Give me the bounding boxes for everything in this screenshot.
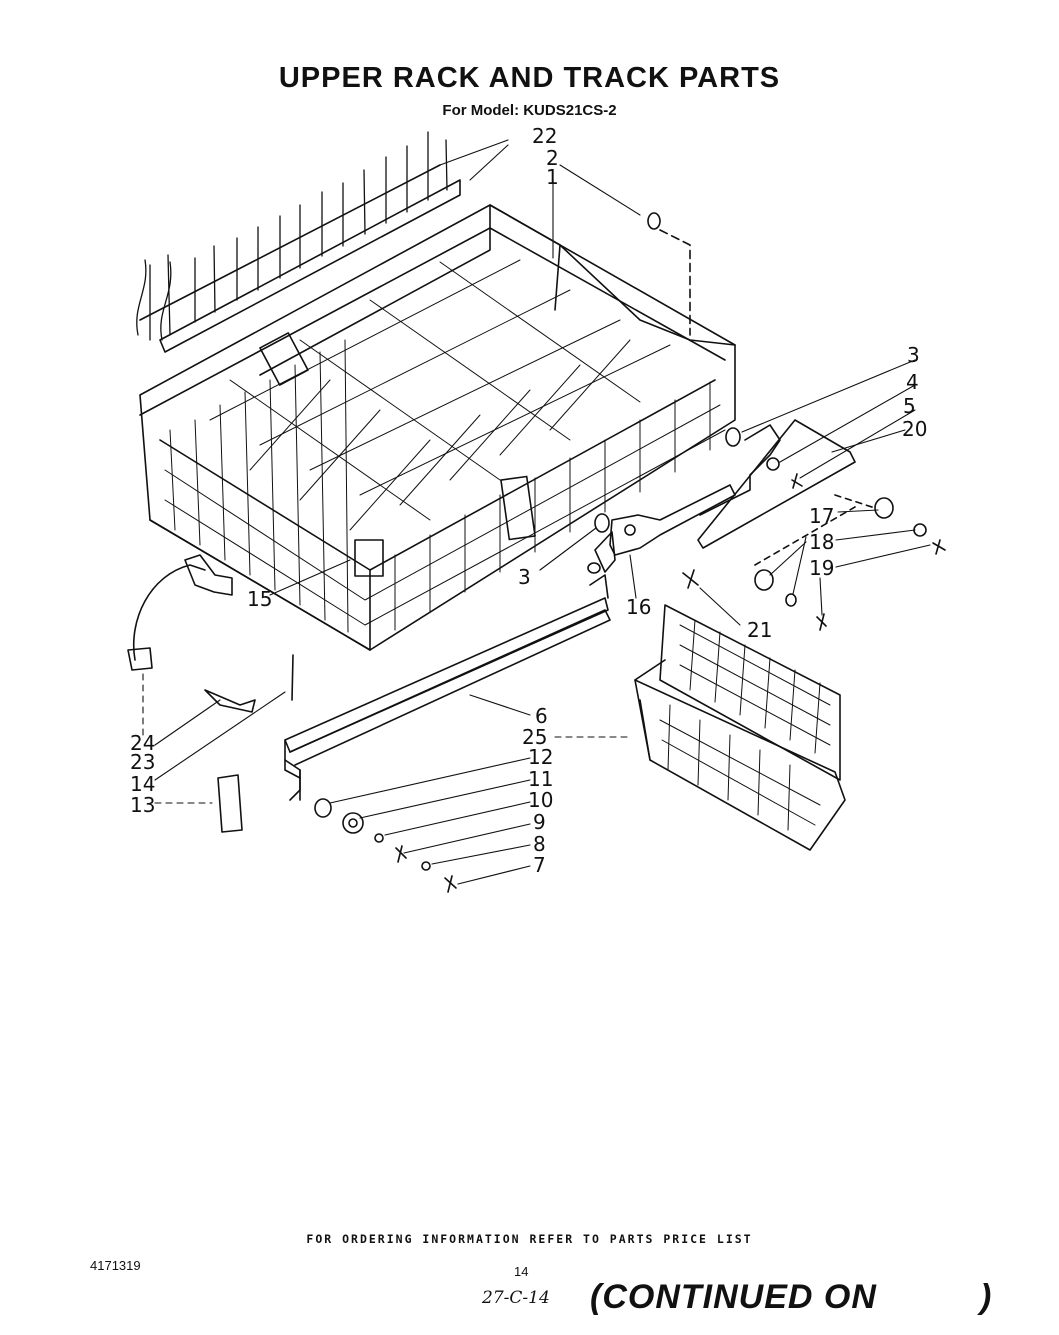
- ordering-note: FOR ORDERING INFORMATION REFER TO PARTS …: [306, 1232, 753, 1246]
- callout-2: 2: [546, 146, 559, 170]
- callout-17: 17: [809, 504, 835, 528]
- callout-20: 20: [902, 417, 928, 441]
- callout-5: 5: [903, 394, 916, 418]
- document-number: 4171319: [90, 1258, 141, 1273]
- callout-16: 16: [626, 595, 652, 619]
- model-subtitle: For Model: KUDS21CS-2: [442, 102, 617, 119]
- fastener-stack-parts-7-12: [314, 798, 457, 893]
- callout-3-bottom: 3: [518, 565, 531, 589]
- callout-13: 13: [130, 793, 156, 817]
- callout-21: 21: [747, 618, 773, 642]
- continued-label: (CONTINUED ON: [590, 1278, 877, 1316]
- callout-4: 4: [906, 370, 919, 394]
- upper-rack-basket-part-1: [139, 204, 736, 651]
- tine-row-part-22: [136, 131, 461, 353]
- callout-15: 15: [247, 587, 273, 611]
- callout-3-top: 3: [907, 343, 920, 367]
- callout-25: 25: [522, 725, 548, 749]
- rack-hardware-right: [594, 212, 946, 631]
- silverware-basket-part-25: [634, 604, 846, 851]
- callout-23: 23: [130, 750, 156, 774]
- callout-12: 12: [528, 745, 554, 769]
- callout-24: 24: [130, 731, 156, 755]
- callout-14: 14: [130, 772, 156, 796]
- callout-6: 6: [535, 704, 548, 728]
- callout-22: 22: [532, 124, 558, 148]
- callout-19: 19: [809, 556, 835, 580]
- handwritten-note: 27-C-14: [482, 1288, 550, 1308]
- callout-8: 8: [533, 832, 546, 856]
- page-title: UPPER RACK AND TRACK PARTS: [278, 62, 781, 94]
- page-number: 14: [514, 1264, 529, 1279]
- callout-11: 11: [528, 767, 554, 791]
- leader-lines: [142, 139, 931, 885]
- continued-close-paren: ): [980, 1278, 992, 1316]
- callout-7: 7: [533, 853, 546, 877]
- callout-1: 1: [546, 165, 559, 189]
- callout-10: 10: [528, 788, 554, 812]
- track-part-6: [284, 562, 611, 801]
- left-side-small-parts: [127, 554, 294, 833]
- callout-9: 9: [533, 810, 546, 834]
- callout-18: 18: [809, 530, 835, 554]
